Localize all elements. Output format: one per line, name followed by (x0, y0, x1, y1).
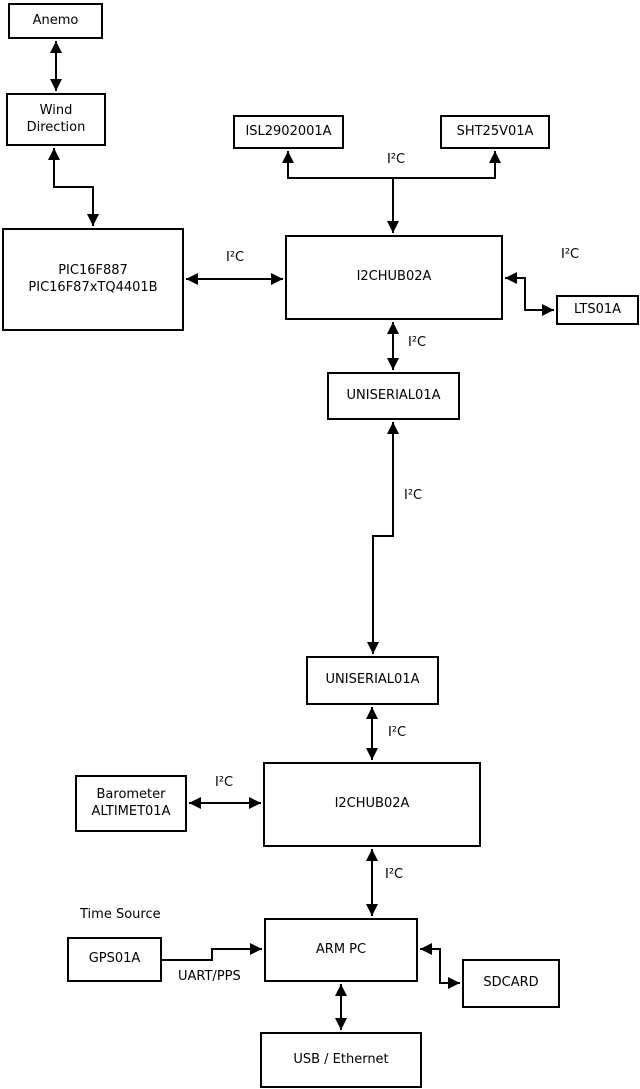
label-time-source: Time Source (80, 907, 161, 922)
edge-uniserial-upper-uniserial-lower (367, 422, 399, 654)
edge-gps-armpc (162, 943, 262, 961)
edge-sensorbus-isl-sht (282, 151, 501, 179)
node-sht25v01a: SHT25V01A (440, 115, 550, 149)
node-lts01a: LTS01A (556, 295, 639, 325)
edge-label-i2c-uniserial-hub2: I²C (388, 725, 407, 740)
node-wind-direction: Wind Direction (6, 93, 106, 146)
edge-label-i2c-barometer-hub2: I²C (215, 775, 234, 790)
node-i2chub-bottom: I2CHUB02A (263, 762, 481, 847)
node-usb-ethernet: USB / Ethernet (260, 1032, 422, 1088)
node-isl2902001a: ISL2902001A (233, 115, 344, 149)
edge-i2chub-top-lts (505, 272, 554, 316)
edge-label-i2c-hub-lts: I²C (561, 247, 580, 262)
node-barometer: Barometer ALTIMET01A (75, 775, 187, 832)
edge-label-i2c-sensorbus: I²C (387, 152, 406, 167)
node-sdcard: SDCARD (462, 959, 560, 1008)
node-gps01a: GPS01A (67, 937, 162, 982)
node-uniserial-lower: UNISERIAL01A (306, 656, 439, 705)
node-i2chub-top: I2CHUB02A (285, 235, 503, 320)
node-pic: PIC16F887 PIC16F87xTQ4401B (2, 228, 184, 331)
edge-label-i2c-hub-uniserial: I²C (408, 335, 427, 350)
node-anemo: Anemo (8, 3, 103, 39)
node-arm-pc: ARM PC (264, 918, 418, 982)
edge-armpc-sdcard (420, 943, 460, 989)
edge-label-uart-pps: UART/PPS (178, 969, 241, 984)
edge-label-i2c-pic-hub: I²C (226, 250, 245, 265)
edge-label-i2c-hub2-armpc: I²C (385, 867, 404, 882)
edge-label-i2c-uniserial-link: I²C (404, 488, 423, 503)
edge-wind-pic (48, 148, 99, 226)
node-uniserial-upper: UNISERIAL01A (327, 372, 460, 420)
